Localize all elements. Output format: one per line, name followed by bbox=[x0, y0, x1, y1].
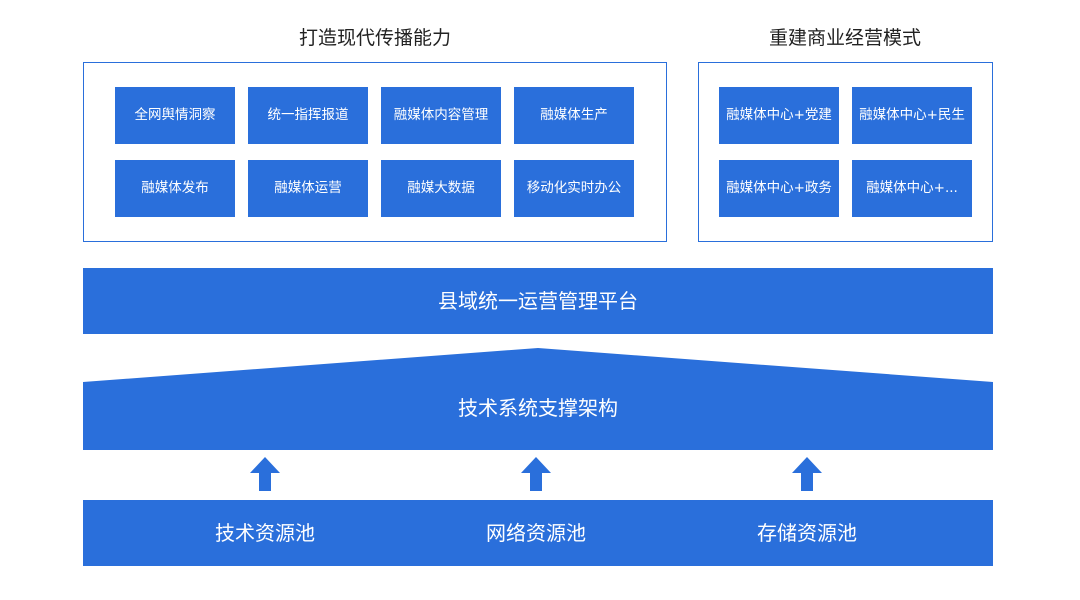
business-model-item: 融媒体中心+政务 bbox=[719, 160, 839, 217]
arrow-up-icon bbox=[250, 457, 280, 491]
capability-panel: 全网舆情洞察 统一指挥报道 融媒体内容管理 融媒体生产 融媒体发布 融媒体运营 … bbox=[83, 62, 667, 242]
resource-pool-label: 存储资源池 bbox=[757, 521, 857, 545]
capability-item: 融媒体运营 bbox=[248, 160, 368, 217]
arrow-up-icon bbox=[792, 457, 822, 491]
resource-pool-label: 网络资源池 bbox=[486, 521, 586, 545]
capability-item: 融媒体内容管理 bbox=[381, 87, 501, 144]
resource-pool-label: 技术资源池 bbox=[215, 521, 315, 545]
business-model-panel: 融媒体中心+党建 融媒体中心+民生 融媒体中心+政务 融媒体中心+... bbox=[698, 62, 993, 242]
right-section-title: 重建商业经营模式 bbox=[768, 27, 921, 49]
arrow-up-icon bbox=[521, 457, 551, 491]
capability-item: 统一指挥报道 bbox=[248, 87, 368, 144]
business-model-item: 融媒体中心+民生 bbox=[852, 87, 972, 144]
business-model-item: 融媒体中心+党建 bbox=[719, 87, 839, 144]
support-architecture-label: 技术系统支撑架构 bbox=[458, 396, 618, 420]
support-architecture-shape bbox=[83, 348, 993, 450]
capability-item: 融媒体发布 bbox=[115, 160, 235, 217]
capability-item: 全网舆情洞察 bbox=[115, 87, 235, 144]
platform-band: 县域统一运营管理平台 bbox=[83, 268, 993, 334]
capability-item: 融媒大数据 bbox=[381, 160, 501, 217]
capability-item: 移动化实时办公 bbox=[514, 160, 634, 217]
resource-pool-band: 技术资源池 网络资源池 存储资源池 bbox=[83, 500, 993, 566]
left-section-title: 打造现代传播能力 bbox=[298, 27, 451, 49]
business-model-item: 融媒体中心+... bbox=[852, 160, 972, 217]
capability-item: 融媒体生产 bbox=[514, 87, 634, 144]
